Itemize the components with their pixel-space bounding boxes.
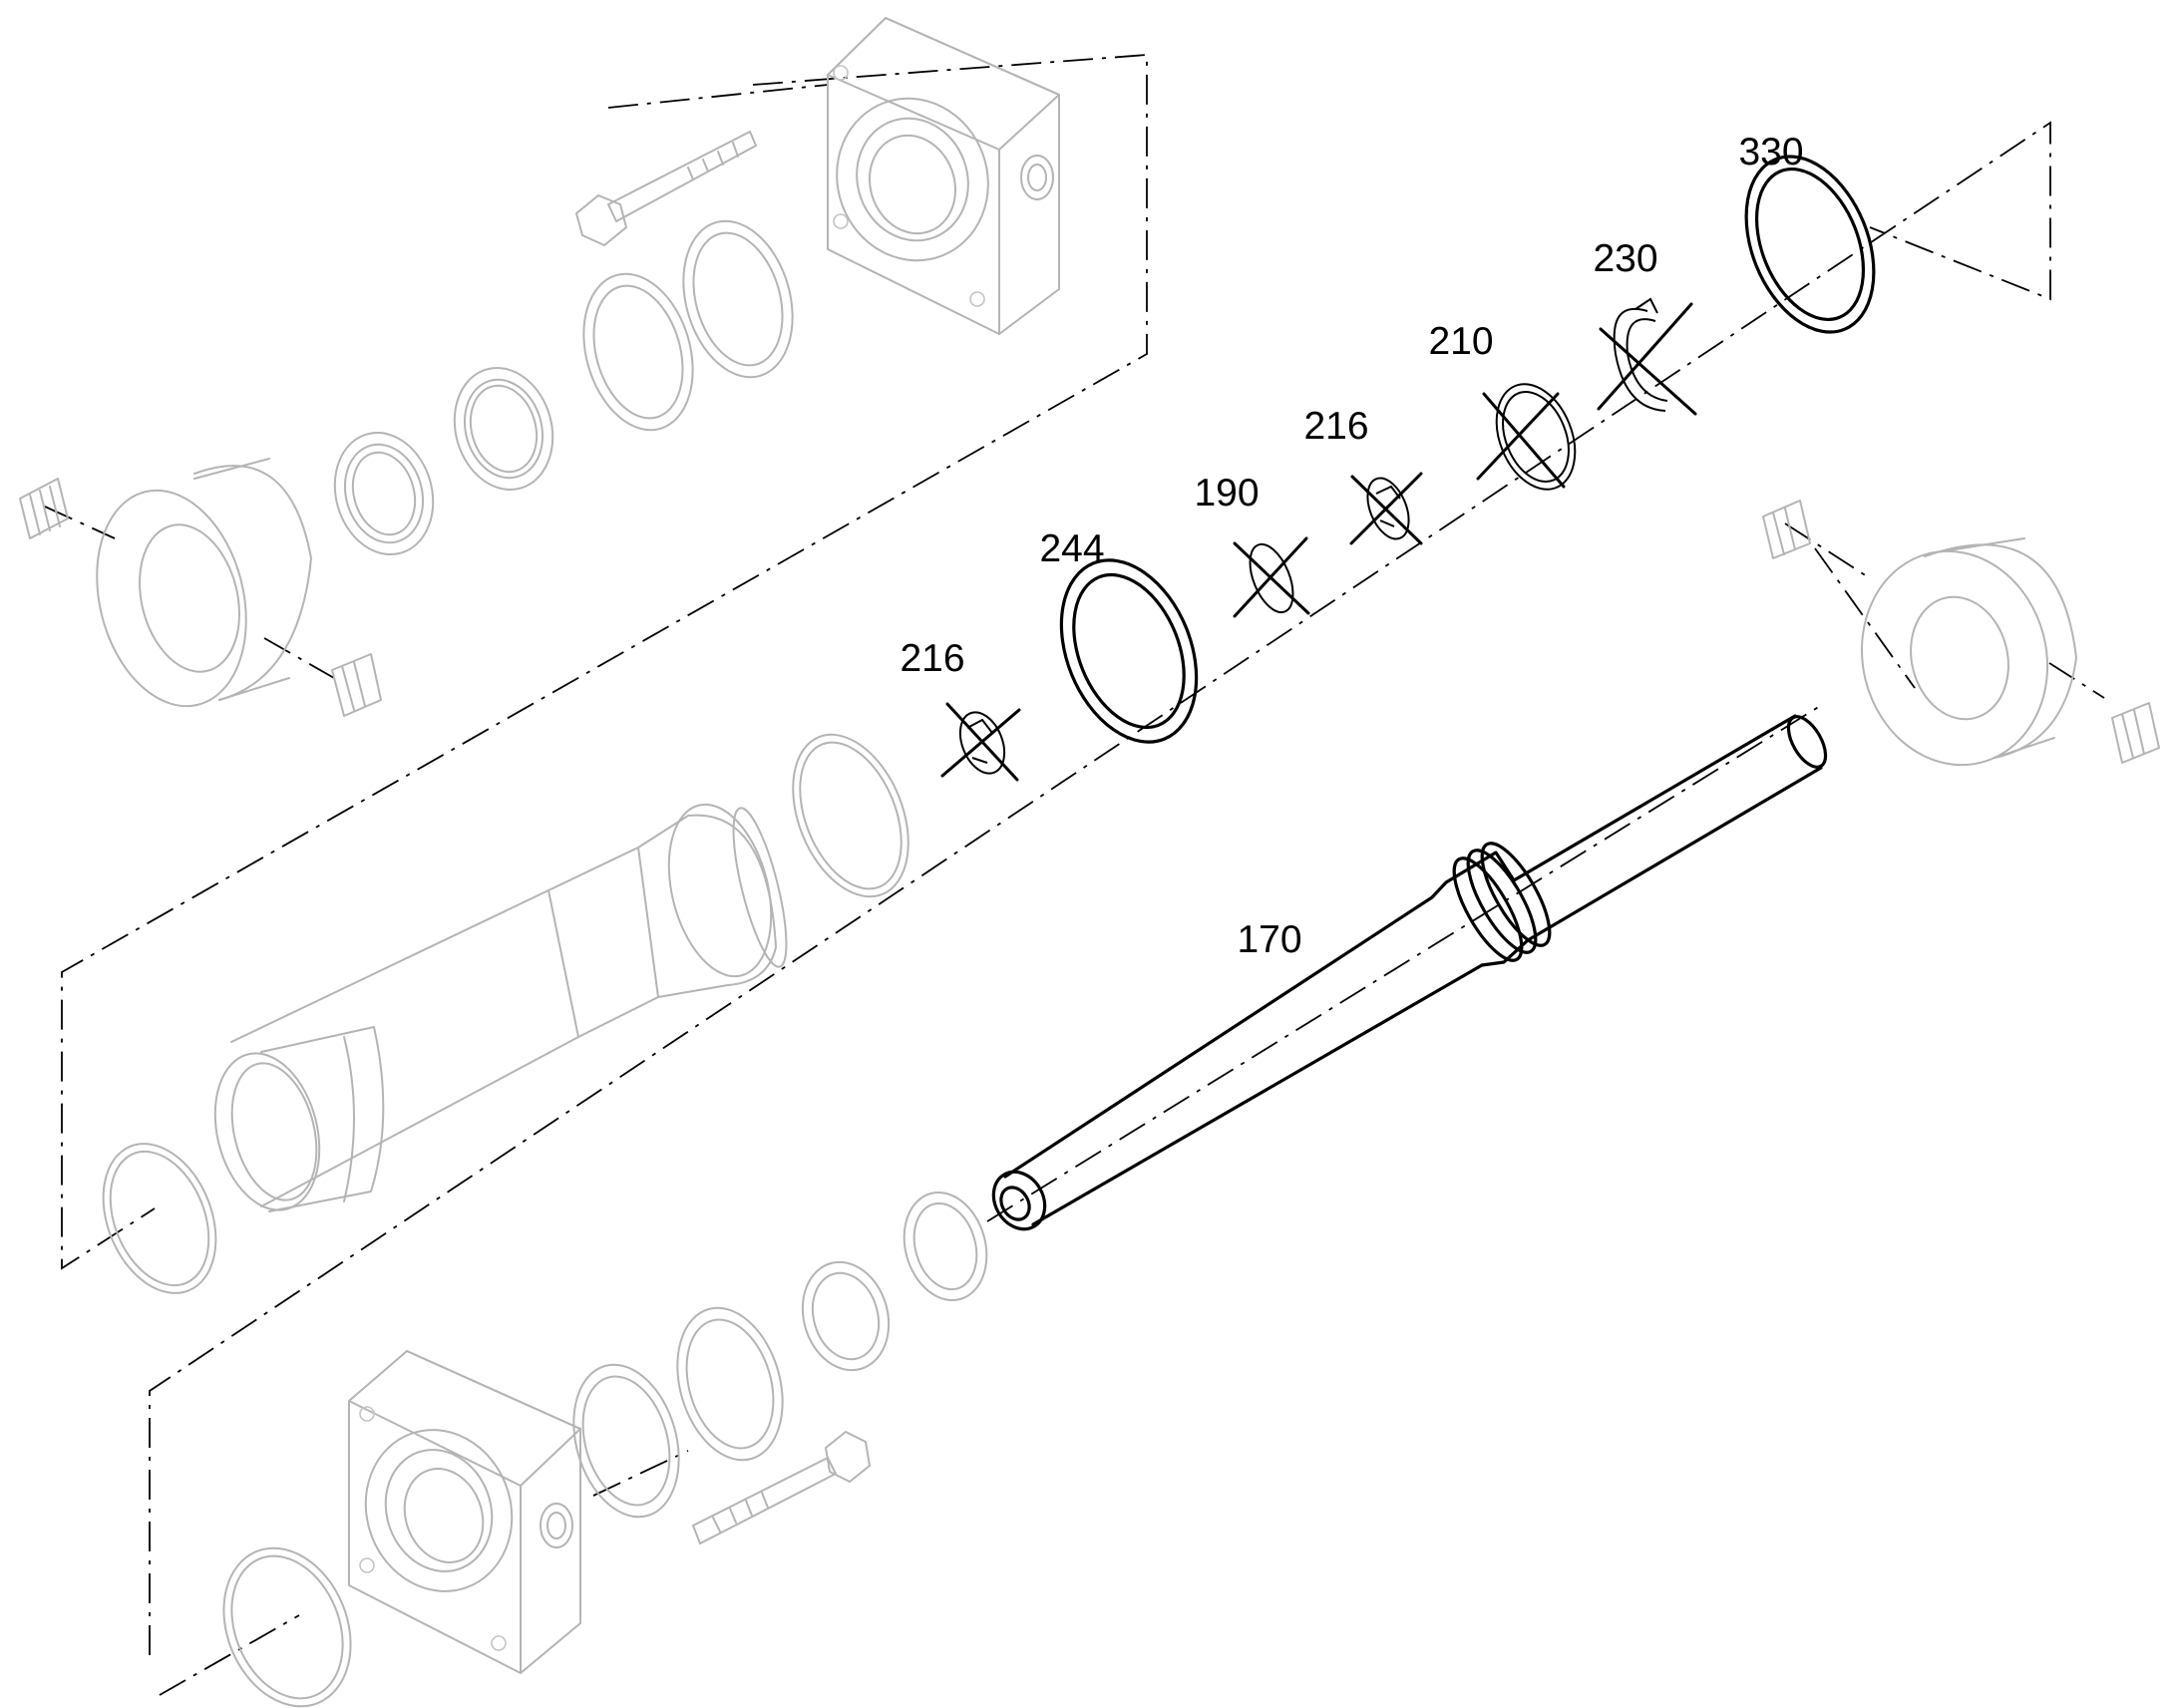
axis-left-cap-screw	[263, 637, 335, 679]
axis-right-cap-screw-2	[2048, 662, 2105, 699]
right-cap-screws	[1762, 500, 2160, 764]
removed-cross-mark	[945, 702, 1019, 782]
part-244-ring	[1059, 558, 1199, 744]
part-216-lower-removed	[940, 702, 1021, 782]
part-210-removed	[1476, 383, 1577, 491]
lower-left-ring	[222, 1546, 352, 1708]
lower-bolt	[692, 1431, 871, 1544]
lower-flange-block	[348, 1350, 581, 1674]
part-216-upper-removed	[1349, 472, 1423, 545]
axis-bottom-ring	[159, 1614, 300, 1696]
removed-cross-mark	[1482, 392, 1566, 489]
axis-right-cap-screw	[1784, 522, 1871, 579]
left-cap-screws	[19, 478, 382, 717]
callout-230: 230	[1593, 237, 1657, 280]
axis-bolt-top	[607, 84, 829, 109]
callout-210: 210	[1428, 320, 1493, 363]
callout-330: 330	[1738, 131, 1803, 173]
axis-upper-frame	[61, 54, 1148, 1270]
callout-170: 170	[1237, 918, 1301, 961]
callout-labels: 170 216 244 190 216 210 230 330	[900, 131, 1803, 961]
axis-right-cap	[1814, 547, 1916, 689]
removed-cross-mark	[1599, 327, 1697, 416]
left-end-cap	[96, 458, 312, 708]
part-330-ring	[1744, 155, 1876, 334]
callout-216-upper: 216	[1303, 405, 1368, 448]
removed-cross-mark	[940, 708, 1021, 778]
part-170-piston-rod	[991, 714, 1828, 1231]
right-end-cap	[1860, 537, 2077, 767]
removed-cross-mark	[1350, 475, 1423, 545]
part-190-removed	[1233, 536, 1310, 618]
axis-rod	[986, 702, 1826, 1222]
removed-cross-mark	[1233, 541, 1310, 615]
callout-244: 244	[1039, 527, 1104, 570]
removed-cross-mark	[1476, 392, 1560, 481]
removed-cross-mark	[1597, 302, 1693, 411]
upper-split-rings	[333, 219, 794, 556]
axis-lower-frame	[149, 121, 2051, 1655]
axis-bottom-bolt	[592, 1450, 689, 1497]
upper-flange-block	[827, 17, 1060, 335]
lower-small-rings	[572, 1191, 988, 1519]
assembly-axis-lines	[44, 54, 2105, 1696]
part-230-removed	[1597, 297, 1697, 416]
callout-216-lower: 216	[900, 637, 964, 680]
callout-190: 190	[1194, 472, 1259, 514]
barrel-rings	[102, 733, 909, 1294]
cylinder-barrel	[213, 803, 788, 1212]
upper-bolt	[575, 131, 757, 246]
